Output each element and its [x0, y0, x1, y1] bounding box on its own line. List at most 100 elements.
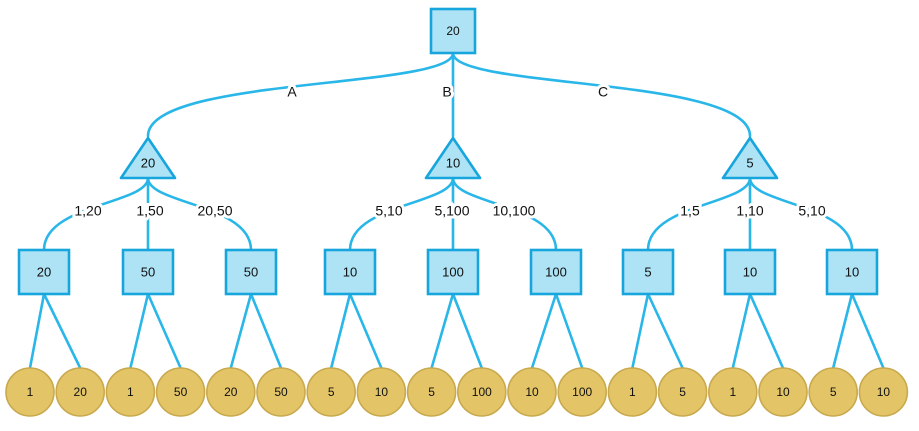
triangle-node-value-1: 10 — [446, 155, 460, 170]
leaf-node-16[interactable] — [808, 367, 859, 417]
leaf-node-value-6: 5 — [328, 385, 335, 399]
root-edge-label-c: C — [598, 84, 608, 100]
level2-edge-7 — [348, 292, 383, 370]
leaf-node-value-11: 100 — [572, 385, 592, 399]
root-edge-group — [146, 51, 752, 138]
level2-edge-15 — [748, 292, 785, 370]
level1-edge-0 — [42, 176, 150, 252]
root-edge-label-b: B — [442, 84, 451, 100]
leaf-node-value-14: 1 — [729, 385, 736, 399]
leaf-node-13[interactable] — [657, 367, 708, 417]
level1-edge-group — [42, 176, 854, 252]
level2-edge-6 — [329, 292, 352, 370]
level2-edge-group — [28, 292, 885, 370]
level2-edge-14 — [731, 292, 752, 370]
level2-edge-0 — [28, 292, 46, 370]
level2-edge-16 — [831, 292, 854, 370]
leaf-node-value-5: 50 — [274, 385, 288, 399]
leaf-node-value-2: 1 — [127, 385, 134, 399]
leaf-node-15[interactable] — [758, 367, 808, 417]
level2-edge-10 — [530, 292, 558, 370]
root-node[interactable] — [429, 7, 477, 55]
leaf-node-4[interactable] — [206, 367, 256, 417]
square-node-2[interactable] — [224, 248, 278, 296]
level1-edge-6 — [646, 176, 752, 252]
leaf-node-value-8: 5 — [428, 385, 435, 399]
leaf-node-value-10: 10 — [525, 385, 539, 399]
level1-edge-5 — [451, 176, 558, 252]
leaf-node-0[interactable] — [5, 367, 55, 417]
level1-edge-label-0: 1,20 — [74, 203, 101, 219]
leaf-node-9[interactable] — [456, 367, 507, 417]
square-node-6[interactable] — [621, 248, 675, 296]
leaf-node-value-13: 5 — [679, 385, 686, 399]
leaf-node-value-15: 10 — [776, 385, 790, 399]
level1-edge-label-1: 1,50 — [136, 203, 163, 219]
leaf-node-17[interactable] — [858, 367, 909, 417]
leaf-node-value-12: 1 — [629, 385, 636, 399]
square-node-value-1: 50 — [141, 264, 155, 279]
level2-edge-5 — [249, 292, 283, 370]
leaf-node-7[interactable] — [356, 367, 407, 417]
level2-edge-13 — [646, 292, 684, 370]
triangle-node-value-2: 5 — [746, 155, 753, 170]
leaf-node-value-17: 10 — [877, 385, 891, 399]
triangle-node-0[interactable] — [119, 136, 177, 180]
level2-edge-8 — [430, 292, 455, 370]
root-node-group: 20 — [429, 7, 477, 55]
square-node-7[interactable] — [723, 248, 777, 296]
leaf-node-6[interactable] — [306, 367, 357, 417]
square-node-4[interactable] — [426, 248, 480, 296]
leaf-node-value-9: 100 — [472, 385, 492, 399]
level1-edge-label-7: 1,10 — [736, 203, 763, 219]
leaf-node-value-3: 50 — [174, 385, 188, 399]
square-node-value-3: 10 — [343, 264, 357, 279]
leaf-node-8[interactable] — [406, 367, 457, 417]
leaf-node-1[interactable] — [55, 367, 105, 417]
leaf-node-value-1: 20 — [74, 385, 88, 399]
square-node-value-6: 5 — [644, 264, 651, 279]
level2-edge-2 — [129, 292, 150, 370]
level2-edge-9 — [451, 292, 484, 370]
triangle-node-2[interactable] — [721, 136, 779, 180]
level1-edge-label-3: 5,10 — [375, 203, 402, 219]
triangle-node-1[interactable] — [424, 136, 482, 180]
square-node-value-0: 20 — [37, 264, 51, 279]
square-node-3[interactable] — [323, 248, 377, 296]
square-node-value-8: 10 — [845, 264, 859, 279]
leaf-node-12[interactable] — [607, 367, 658, 417]
leaf-node-value-7: 10 — [375, 385, 389, 399]
leaf-node-2[interactable] — [105, 367, 156, 417]
level1-edge-2 — [146, 176, 253, 252]
level1-edge-8 — [748, 176, 854, 252]
square-node-1[interactable] — [121, 248, 175, 296]
triangle-node-value-0: 20 — [141, 155, 155, 170]
leaf-node-10[interactable] — [507, 367, 557, 417]
level2-edge-4 — [229, 292, 253, 370]
level1-edge-label-4: 5,100 — [434, 203, 469, 219]
level1-edge-label-8: 5,10 — [798, 203, 825, 219]
level2-edge-11 — [554, 292, 584, 370]
level1-edge-3 — [348, 176, 455, 252]
root-edge-c — [451, 51, 752, 138]
triangle-node-group: 20 10 5 — [119, 136, 779, 180]
square-node-0[interactable] — [17, 248, 71, 296]
leaf-node-3[interactable] — [155, 367, 206, 417]
leaf-node-value-0: 1 — [27, 385, 34, 399]
leaf-node-value-4: 20 — [224, 385, 238, 399]
square-node-value-2: 50 — [244, 264, 258, 279]
leaf-node-11[interactable] — [557, 367, 608, 417]
level2-edge-17 — [850, 292, 885, 370]
square-node-value-7: 10 — [743, 264, 757, 279]
square-node-8[interactable] — [825, 248, 879, 296]
leaf-node-5[interactable] — [256, 367, 306, 417]
level2-edge-3 — [146, 292, 182, 370]
square-node-value-4: 100 — [442, 264, 464, 279]
leaf-node-14[interactable] — [707, 367, 758, 417]
square-node-5[interactable] — [529, 248, 583, 296]
